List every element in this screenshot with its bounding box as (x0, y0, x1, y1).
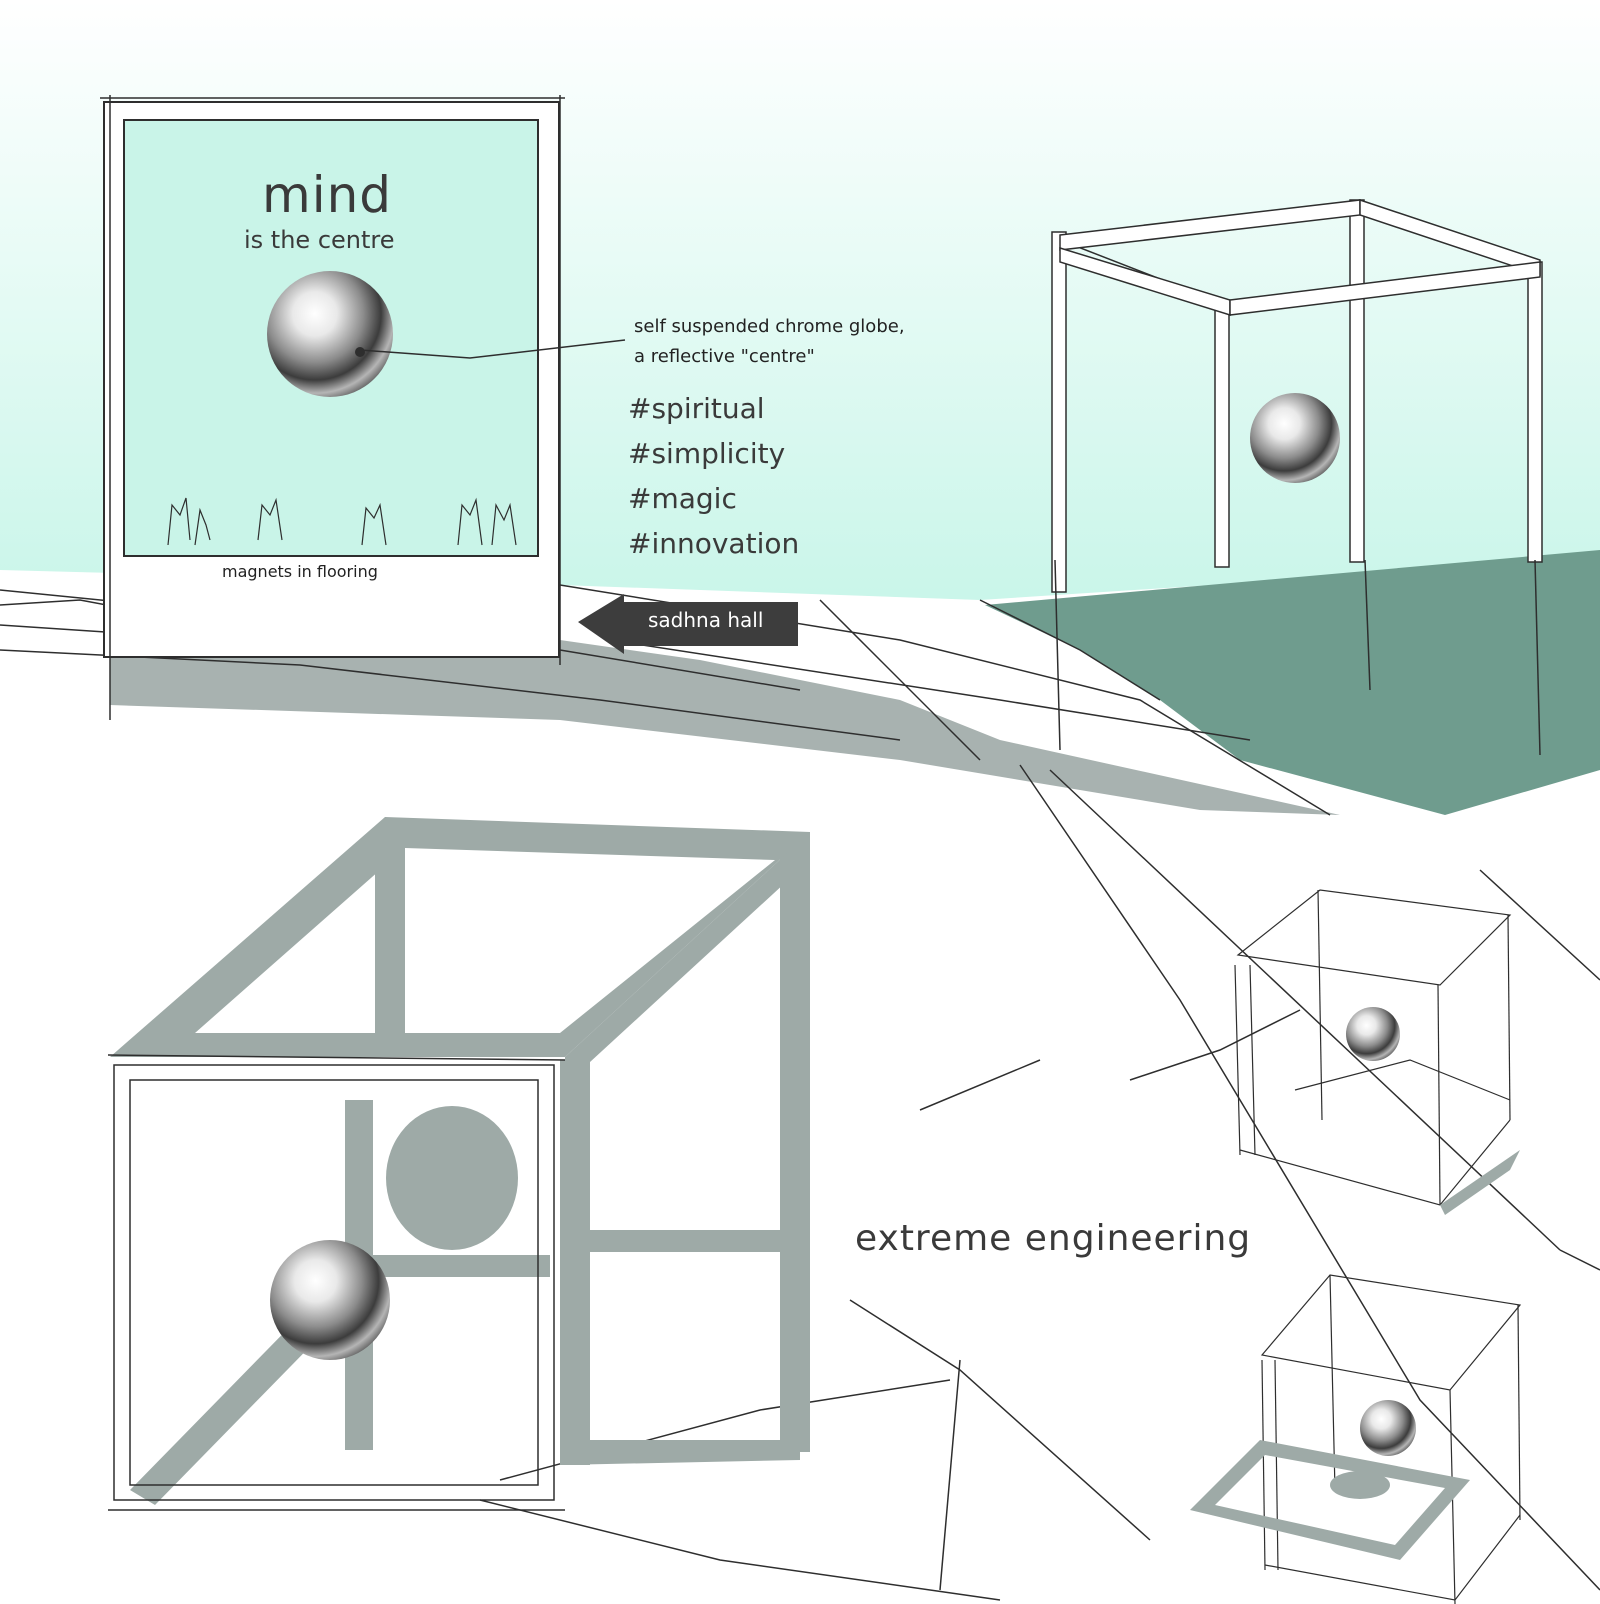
magnet-squiggles (167, 497, 517, 546)
chrome-globe-icon (267, 271, 393, 397)
callout-leader-line (359, 339, 626, 359)
chrome-globe-icon (270, 1240, 390, 1360)
board-title: mind (262, 166, 393, 224)
globe-callout: self suspended chrome globe, a reflectiv… (634, 312, 905, 372)
globe-shadow (1330, 1471, 1390, 1499)
frame-shadow-middle-right (1440, 1150, 1520, 1215)
floor-caption: magnets in flooring (222, 562, 378, 581)
hashtag-item: #magic (628, 482, 737, 515)
frame-sketch-top-right (1051, 198, 1543, 756)
hashtag-list: #spiritual #simplicity #magic #innovatio… (628, 386, 799, 566)
hashtag-item: #innovation (628, 527, 800, 560)
grey-cube-front-outline (107, 1054, 566, 1511)
section-heading: extreme engineering (855, 1218, 1252, 1259)
hashtag-item: #spiritual (628, 392, 765, 425)
callout-dot (355, 347, 365, 357)
chrome-globe-icon (1250, 393, 1340, 483)
board-subtitle: is the centre (244, 226, 395, 254)
frame-shadow-bottom-right (1190, 1440, 1470, 1560)
chrome-globe-icon (1360, 1400, 1416, 1456)
callout-line-1: self suspended chrome globe, (634, 316, 905, 337)
sign-label: sadhna hall (648, 608, 764, 632)
green-floor (985, 550, 1600, 815)
ground-shadow (110, 640, 1340, 815)
chrome-globe-icon (1346, 1007, 1400, 1061)
sadhna-hall-sign (578, 594, 798, 654)
hashtag-item: #simplicity (628, 437, 786, 470)
callout-line-2: a reflective "centre" (634, 346, 815, 367)
